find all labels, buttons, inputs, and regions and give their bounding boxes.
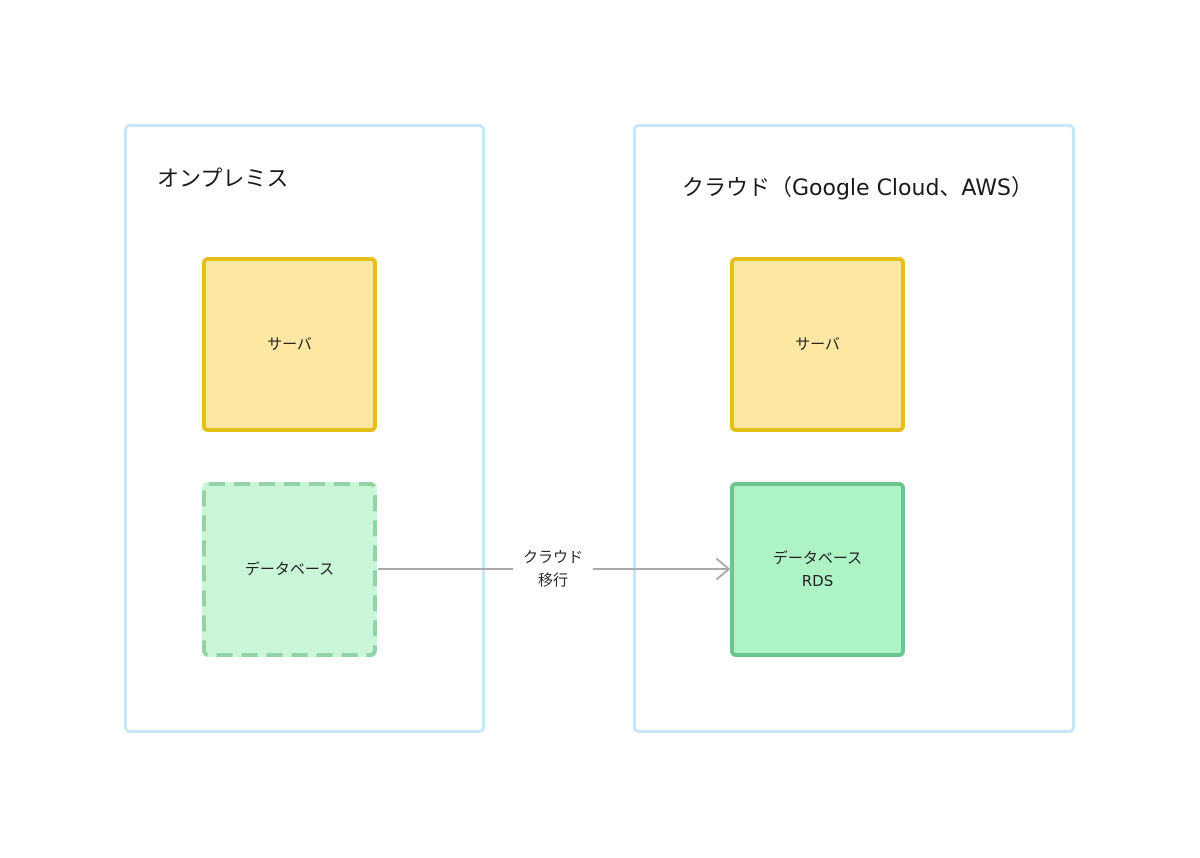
- onprem-server-label: サーバ: [267, 335, 312, 353]
- migration-label: クラウド 移行: [513, 546, 593, 592]
- cloud-database-node: データベース RDS: [730, 482, 905, 657]
- cloud-database-service-label: RDS: [801, 571, 834, 590]
- migration-label-line1: クラウド: [522, 548, 583, 566]
- onprem-database-label: データベース: [244, 560, 335, 578]
- cloud-title: クラウド（Google Cloud、AWS）: [682, 176, 1033, 201]
- cloud-server-node: サーバ: [730, 257, 905, 432]
- onprem-server-node: サーバ: [202, 257, 377, 432]
- migration-label-line2: 移行: [537, 571, 568, 589]
- onprem-database-node: データベース: [202, 482, 377, 657]
- cloud-server-label: サーバ: [795, 335, 840, 353]
- onprem-title: オンプレミス: [157, 167, 289, 192]
- cloud-database-label: データベース: [772, 548, 863, 567]
